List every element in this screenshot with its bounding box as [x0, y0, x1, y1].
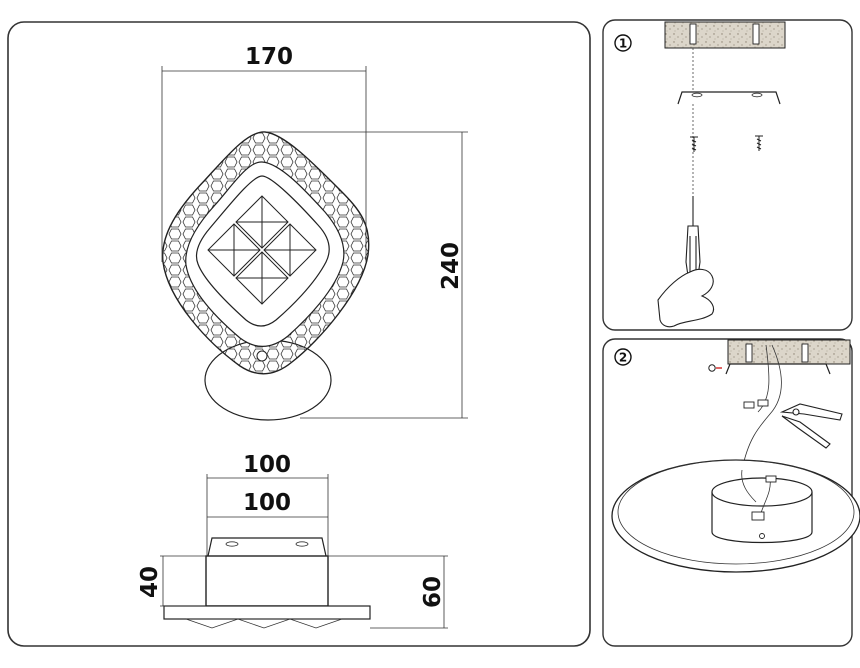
hand — [657, 268, 715, 328]
dimension-label-40: 40 — [137, 566, 163, 598]
pyramid-pattern — [207, 195, 317, 305]
screw-right — [755, 135, 763, 151]
dimension-width-170: 170 — [161, 44, 367, 262]
step-1-illustration — [657, 21, 786, 328]
step-1-badge: 1 — [614, 34, 632, 52]
supply-wires — [741, 344, 782, 471]
step-2-number: 2 — [619, 351, 627, 365]
mount-screw-dot — [256, 350, 268, 362]
step-1-panel — [602, 19, 853, 331]
ground-screw — [708, 364, 716, 372]
side-plate — [163, 605, 371, 620]
step-2-badge: 2 — [614, 348, 632, 366]
lamp-side-view — [163, 537, 371, 629]
lamp-front-view — [162, 131, 370, 421]
dimension-box-height-40: 40 — [137, 555, 206, 607]
dimension-total-depth-60: 60 — [328, 555, 448, 629]
dimension-height-240: 240 — [264, 131, 468, 419]
pliers — [779, 403, 843, 449]
dimension-box-inner-100: 100 — [207, 490, 328, 518]
ceiling-block-1 — [664, 21, 786, 49]
lamp-inner-diamond — [195, 175, 330, 327]
mounting-bracket — [677, 91, 781, 105]
screw-left — [690, 136, 698, 152]
dimension-label-60: 60 — [420, 576, 446, 608]
dimension-label-100-outer: 100 — [243, 452, 291, 478]
dimension-label-240: 240 — [438, 242, 464, 290]
dimension-label-170: 170 — [245, 44, 293, 70]
step-1-number: 1 — [619, 37, 627, 51]
side-mount-bracket — [207, 537, 327, 557]
dimension-label-100-inner: 100 — [243, 490, 291, 516]
side-pyramid-edge — [185, 618, 343, 629]
step-2-illustration — [611, 339, 860, 573]
side-box — [205, 555, 329, 607]
dimension-box-outer-100: 100 — [206, 452, 329, 556]
